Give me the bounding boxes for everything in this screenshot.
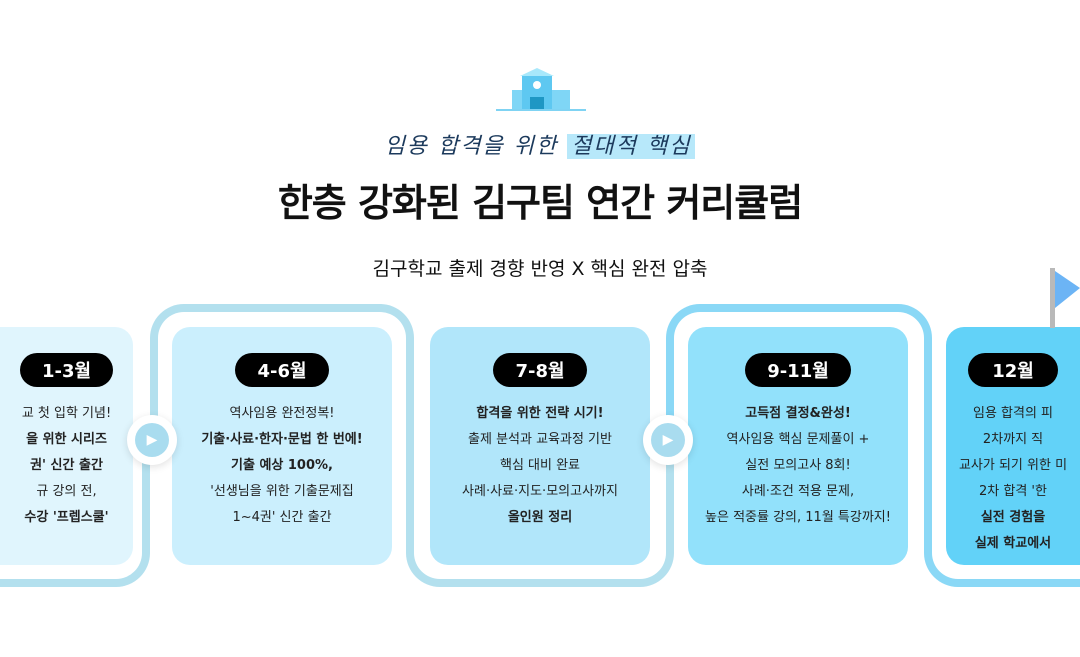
- path-frame: [666, 304, 932, 441]
- play-icon: ▶: [135, 423, 169, 457]
- card-line: '선생님을 위한 기출문제집: [210, 484, 354, 499]
- card-line: 2차 합격 '한: [979, 484, 1047, 499]
- card-line: 사례·사료·지도·모의고사까지: [462, 484, 618, 499]
- card-line: 역사임용 핵심 문제풀이 +: [726, 432, 870, 447]
- card-line: 교 첫 입학 기념!: [21, 406, 112, 421]
- card-line: 1~4권' 신간 출간: [232, 510, 332, 525]
- card-line: 수강 '프렙스쿨': [24, 510, 109, 525]
- card-line: 기출 예상 100%,: [231, 458, 333, 473]
- card-line: 을 위한 시리즈: [26, 432, 107, 447]
- path-frame: [150, 304, 414, 441]
- period-badge: 4-6월: [235, 353, 329, 387]
- card-line: 2차까지 직: [982, 432, 1044, 447]
- card-line: 고득점 결정&완성!: [745, 406, 851, 421]
- card-line: 올인원 정리: [507, 510, 573, 525]
- card-line: 출제 분석과 교육과정 기반: [468, 432, 612, 447]
- card-line: 권' 신간 출간: [30, 458, 103, 473]
- card-line: 실전 경험을: [980, 510, 1046, 525]
- card-line: 실전 모의고사 8회!: [745, 458, 851, 473]
- next-arrow-button[interactable]: ▶: [127, 415, 177, 465]
- next-arrow-button[interactable]: ▶: [643, 415, 693, 465]
- card-line: 핵심 대비 완료: [499, 458, 581, 473]
- path-frame: [924, 440, 1080, 587]
- period-badge: 12월: [968, 353, 1058, 387]
- play-icon: ▶: [651, 423, 685, 457]
- school-icon: [496, 68, 586, 111]
- period-badge: 9-11월: [745, 353, 851, 387]
- card-line: 기출·사료·한자·문법 한 번에!: [201, 432, 363, 447]
- page-title: 한층 강화된 김구팀 연간 커리큘럼: [277, 181, 803, 225]
- card-line: 임용 합격의 피: [972, 406, 1054, 421]
- card-line: 교사가 되기 위한 미: [958, 458, 1068, 473]
- period-badge: 1-3월: [19, 353, 114, 387]
- card-line: 합격을 위한 전략 시기!: [476, 406, 604, 421]
- card-line: 실제 학교에서: [974, 536, 1052, 551]
- card-line: 사례·조건 적용 문제,: [741, 484, 855, 499]
- tagline: 임용 합격을 위한 절대적 핵심: [0, 128, 1080, 160]
- card-line: 역사임용 완전정복!: [229, 406, 335, 421]
- card-line: 높은 적중률 강의, 11월 특강까지!: [705, 510, 891, 525]
- flag-icon: [1050, 268, 1080, 328]
- path-frame: [0, 440, 150, 587]
- path-frame: [406, 440, 674, 587]
- card-line: 규 강의 전,: [36, 484, 97, 499]
- page-subtitle: 김구학교 출제 경향 반영 X 핵심 완전 압축: [372, 258, 708, 280]
- period-badge: 7-8월: [493, 353, 587, 387]
